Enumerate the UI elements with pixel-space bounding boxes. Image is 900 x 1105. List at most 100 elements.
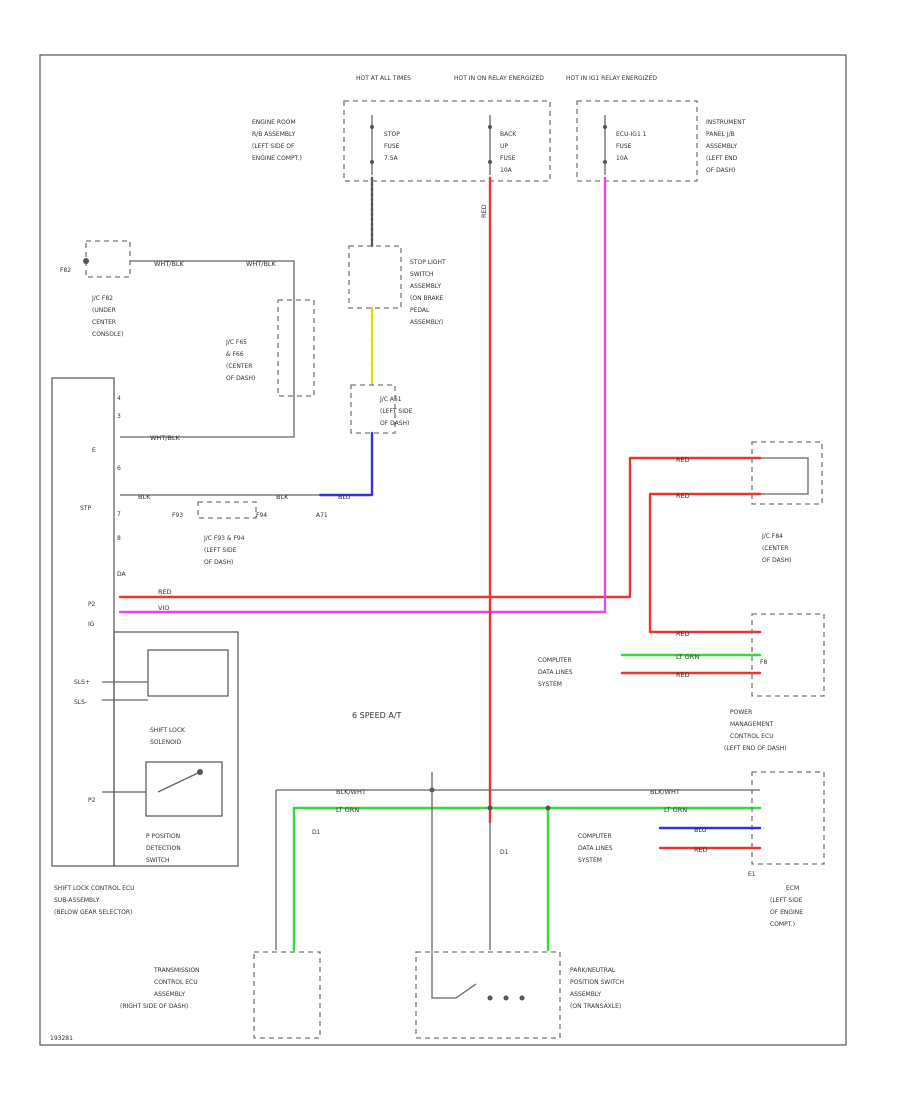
power-mgmt-ecu-box xyxy=(751,613,825,697)
computer-data-lines-1: COMPUTER DATA LINES SYSTEM xyxy=(538,657,573,688)
stop-fuse-line2: FUSE xyxy=(384,143,400,150)
p-position-switch-symbol xyxy=(145,761,223,817)
f82-node xyxy=(83,258,89,264)
ecu-ig-fuse xyxy=(603,115,607,175)
engine-room-rb-box xyxy=(343,100,551,182)
a71-connector: A71 xyxy=(316,512,328,519)
diagram-code: 193281 xyxy=(50,1035,73,1042)
stop-light-switch-label: STOP LIGHT SWITCH ASSEMBLY (ON BRAKE PED… xyxy=(410,259,446,326)
svg-text:ENGINE COMPT.): ENGINE COMPT.) xyxy=(252,155,302,162)
e1-connector: E1 xyxy=(748,871,756,878)
svg-text:SOLENOID: SOLENOID xyxy=(150,739,182,746)
svg-text:P2: P2 xyxy=(88,797,96,804)
svg-text:ASSEMBLY: ASSEMBLY xyxy=(410,283,441,290)
svg-text:PANEL J/B: PANEL J/B xyxy=(706,131,735,138)
svg-text:SUB-ASSEMBLY: SUB-ASSEMBLY xyxy=(54,897,100,904)
f94-connector: F94 xyxy=(256,512,267,519)
svg-text:4: 4 xyxy=(117,395,121,402)
ltgrn-label-3: LT GRN xyxy=(664,806,687,814)
svg-text:PARK/NEUTRAL: PARK/NEUTRAL xyxy=(570,967,616,974)
svg-text:(ON TRANSAXLE): (ON TRANSAXLE) xyxy=(570,1003,621,1010)
svg-text:OF ENGINE: OF ENGINE xyxy=(770,909,803,916)
power-mgmt-ecu-label: POWER MANAGEMENT CONTROL ECU (LEFT END O… xyxy=(724,709,787,752)
svg-text:J/C F65: J/C F65 xyxy=(225,339,247,346)
svg-text:(LEFT SIDE OF: (LEFT SIDE OF xyxy=(252,143,295,150)
jc-f84-label: J/C F84 (CENTER OF DASH) xyxy=(761,533,791,564)
red-ecu-wire xyxy=(648,492,762,634)
svg-text:SWITCH: SWITCH xyxy=(146,857,170,864)
svg-text:OF DASH): OF DASH) xyxy=(762,557,791,564)
f93-connector: F93 xyxy=(172,512,183,519)
backup-fuse-line4: 10A xyxy=(500,167,513,174)
red-label-1: RED xyxy=(158,588,172,596)
svg-text:J/C F93 & F94: J/C F93 & F94 xyxy=(203,535,245,542)
svg-text:J/C A51: J/C A51 xyxy=(379,396,402,403)
jc-a51-label: J/C A51 (LEFT SIDE OF DASH) xyxy=(379,396,413,427)
jc-f82-label: J/C F82 (UNDER CENTER CONSOLE) xyxy=(91,295,123,338)
ecu-ig-fuse-line3: 10A xyxy=(616,155,629,162)
svg-text:ASSEMBLY: ASSEMBLY xyxy=(706,143,737,150)
svg-text:7: 7 xyxy=(117,511,121,518)
blk-wht-label-1: BLK/WHT xyxy=(336,788,366,796)
svg-text:(LEFT SIDE: (LEFT SIDE xyxy=(770,897,803,904)
svg-text:(LEFT SIDE: (LEFT SIDE xyxy=(380,408,413,415)
d1-connector-1: D1 xyxy=(312,829,321,836)
svg-text:INSTRUMENT: INSTRUMENT xyxy=(706,119,746,126)
svg-text:8: 8 xyxy=(117,535,121,542)
svg-text:POSITION SWITCH: POSITION SWITCH xyxy=(570,979,624,986)
ecu-ig-fuse-line2: FUSE xyxy=(616,143,632,150)
red-p2-wire xyxy=(118,456,762,599)
svg-text:ENGINE ROOM: ENGINE ROOM xyxy=(252,119,296,126)
shift-lock-solenoid-label: SHIFT LOCK SOLENOID xyxy=(150,727,186,746)
wht-blk-wire xyxy=(120,260,295,438)
engine-room-rb-label: ENGINE ROOM R/B ASSEMBLY (LEFT SIDE OF E… xyxy=(252,119,302,162)
ecm-box xyxy=(751,771,825,865)
solenoid-wires xyxy=(102,681,148,701)
shift-lock-ecu-sub-box xyxy=(113,631,239,867)
blue-stp-wire xyxy=(318,431,374,497)
jc-f84-box xyxy=(751,441,823,505)
pn-contact-3 xyxy=(519,995,525,1001)
vio-ig-wire xyxy=(118,176,607,614)
svg-text:COMPUTER: COMPUTER xyxy=(538,657,572,664)
red-label-7: RED xyxy=(694,846,708,854)
stop-fuse-line3: 7.5A xyxy=(384,155,399,162)
hot-ig-relay-label: HOT IN ON RELAY ENERGIZED xyxy=(454,75,544,82)
blk-label-2: BLK xyxy=(276,493,289,501)
svg-text:IG: IG xyxy=(88,621,95,628)
blk-wht-label-2: BLK/WHT xyxy=(650,788,680,796)
svg-text:MANAGEMENT: MANAGEMENT xyxy=(730,721,774,728)
svg-text:SHIFT LOCK CONTROL ECU: SHIFT LOCK CONTROL ECU xyxy=(54,885,134,892)
svg-text:SHIFT LOCK: SHIFT LOCK xyxy=(150,727,186,734)
svg-text:(RIGHT SIDE OF DASH): (RIGHT SIDE OF DASH) xyxy=(120,1003,188,1010)
svg-text:J/C F82: J/C F82 xyxy=(91,295,113,302)
svg-text:(CENTER: (CENTER xyxy=(226,363,252,370)
svg-text:SYSTEM: SYSTEM xyxy=(578,857,602,864)
blu-label-2: BLU xyxy=(694,826,707,834)
svg-text:P POSITION: P POSITION xyxy=(146,833,180,840)
svg-text:OF DASH): OF DASH) xyxy=(706,167,735,174)
ltgrn-label-1: LT GRN xyxy=(676,653,699,661)
red-label-4: RED xyxy=(676,630,690,638)
park-neutral-switch-label: PARK/NEUTRAL POSITION SWITCH ASSEMBLY (O… xyxy=(570,967,624,1010)
pn-contact-1 xyxy=(487,995,493,1001)
svg-text:(CENTER: (CENTER xyxy=(762,545,788,552)
svg-text:OF DASH): OF DASH) xyxy=(226,375,255,382)
node-2 xyxy=(487,805,493,811)
svg-text:ASSEMBLY: ASSEMBLY xyxy=(154,991,185,998)
stop-light-switch-box xyxy=(348,245,402,309)
shift-lock-ecu-box xyxy=(51,377,115,867)
svg-text:(LEFT END: (LEFT END xyxy=(706,155,738,162)
svg-text:STP: STP xyxy=(80,505,91,512)
svg-text:(UNDER: (UNDER xyxy=(92,307,116,314)
park-neutral-switch-box xyxy=(415,951,561,1039)
instrument-panel-jb-box xyxy=(576,100,698,182)
svg-text:OF DASH): OF DASH) xyxy=(380,420,409,427)
p-switch-node xyxy=(197,769,203,775)
shift-lock-ecu-label: SHIFT LOCK CONTROL ECU SUB-ASSEMBLY (BEL… xyxy=(54,885,134,916)
svg-text:R/B ASSEMBLY: R/B ASSEMBLY xyxy=(252,131,296,138)
p-switch-contact xyxy=(102,771,201,793)
transmission-ecu-box xyxy=(253,951,321,1039)
svg-text:CENTER: CENTER xyxy=(92,319,116,326)
